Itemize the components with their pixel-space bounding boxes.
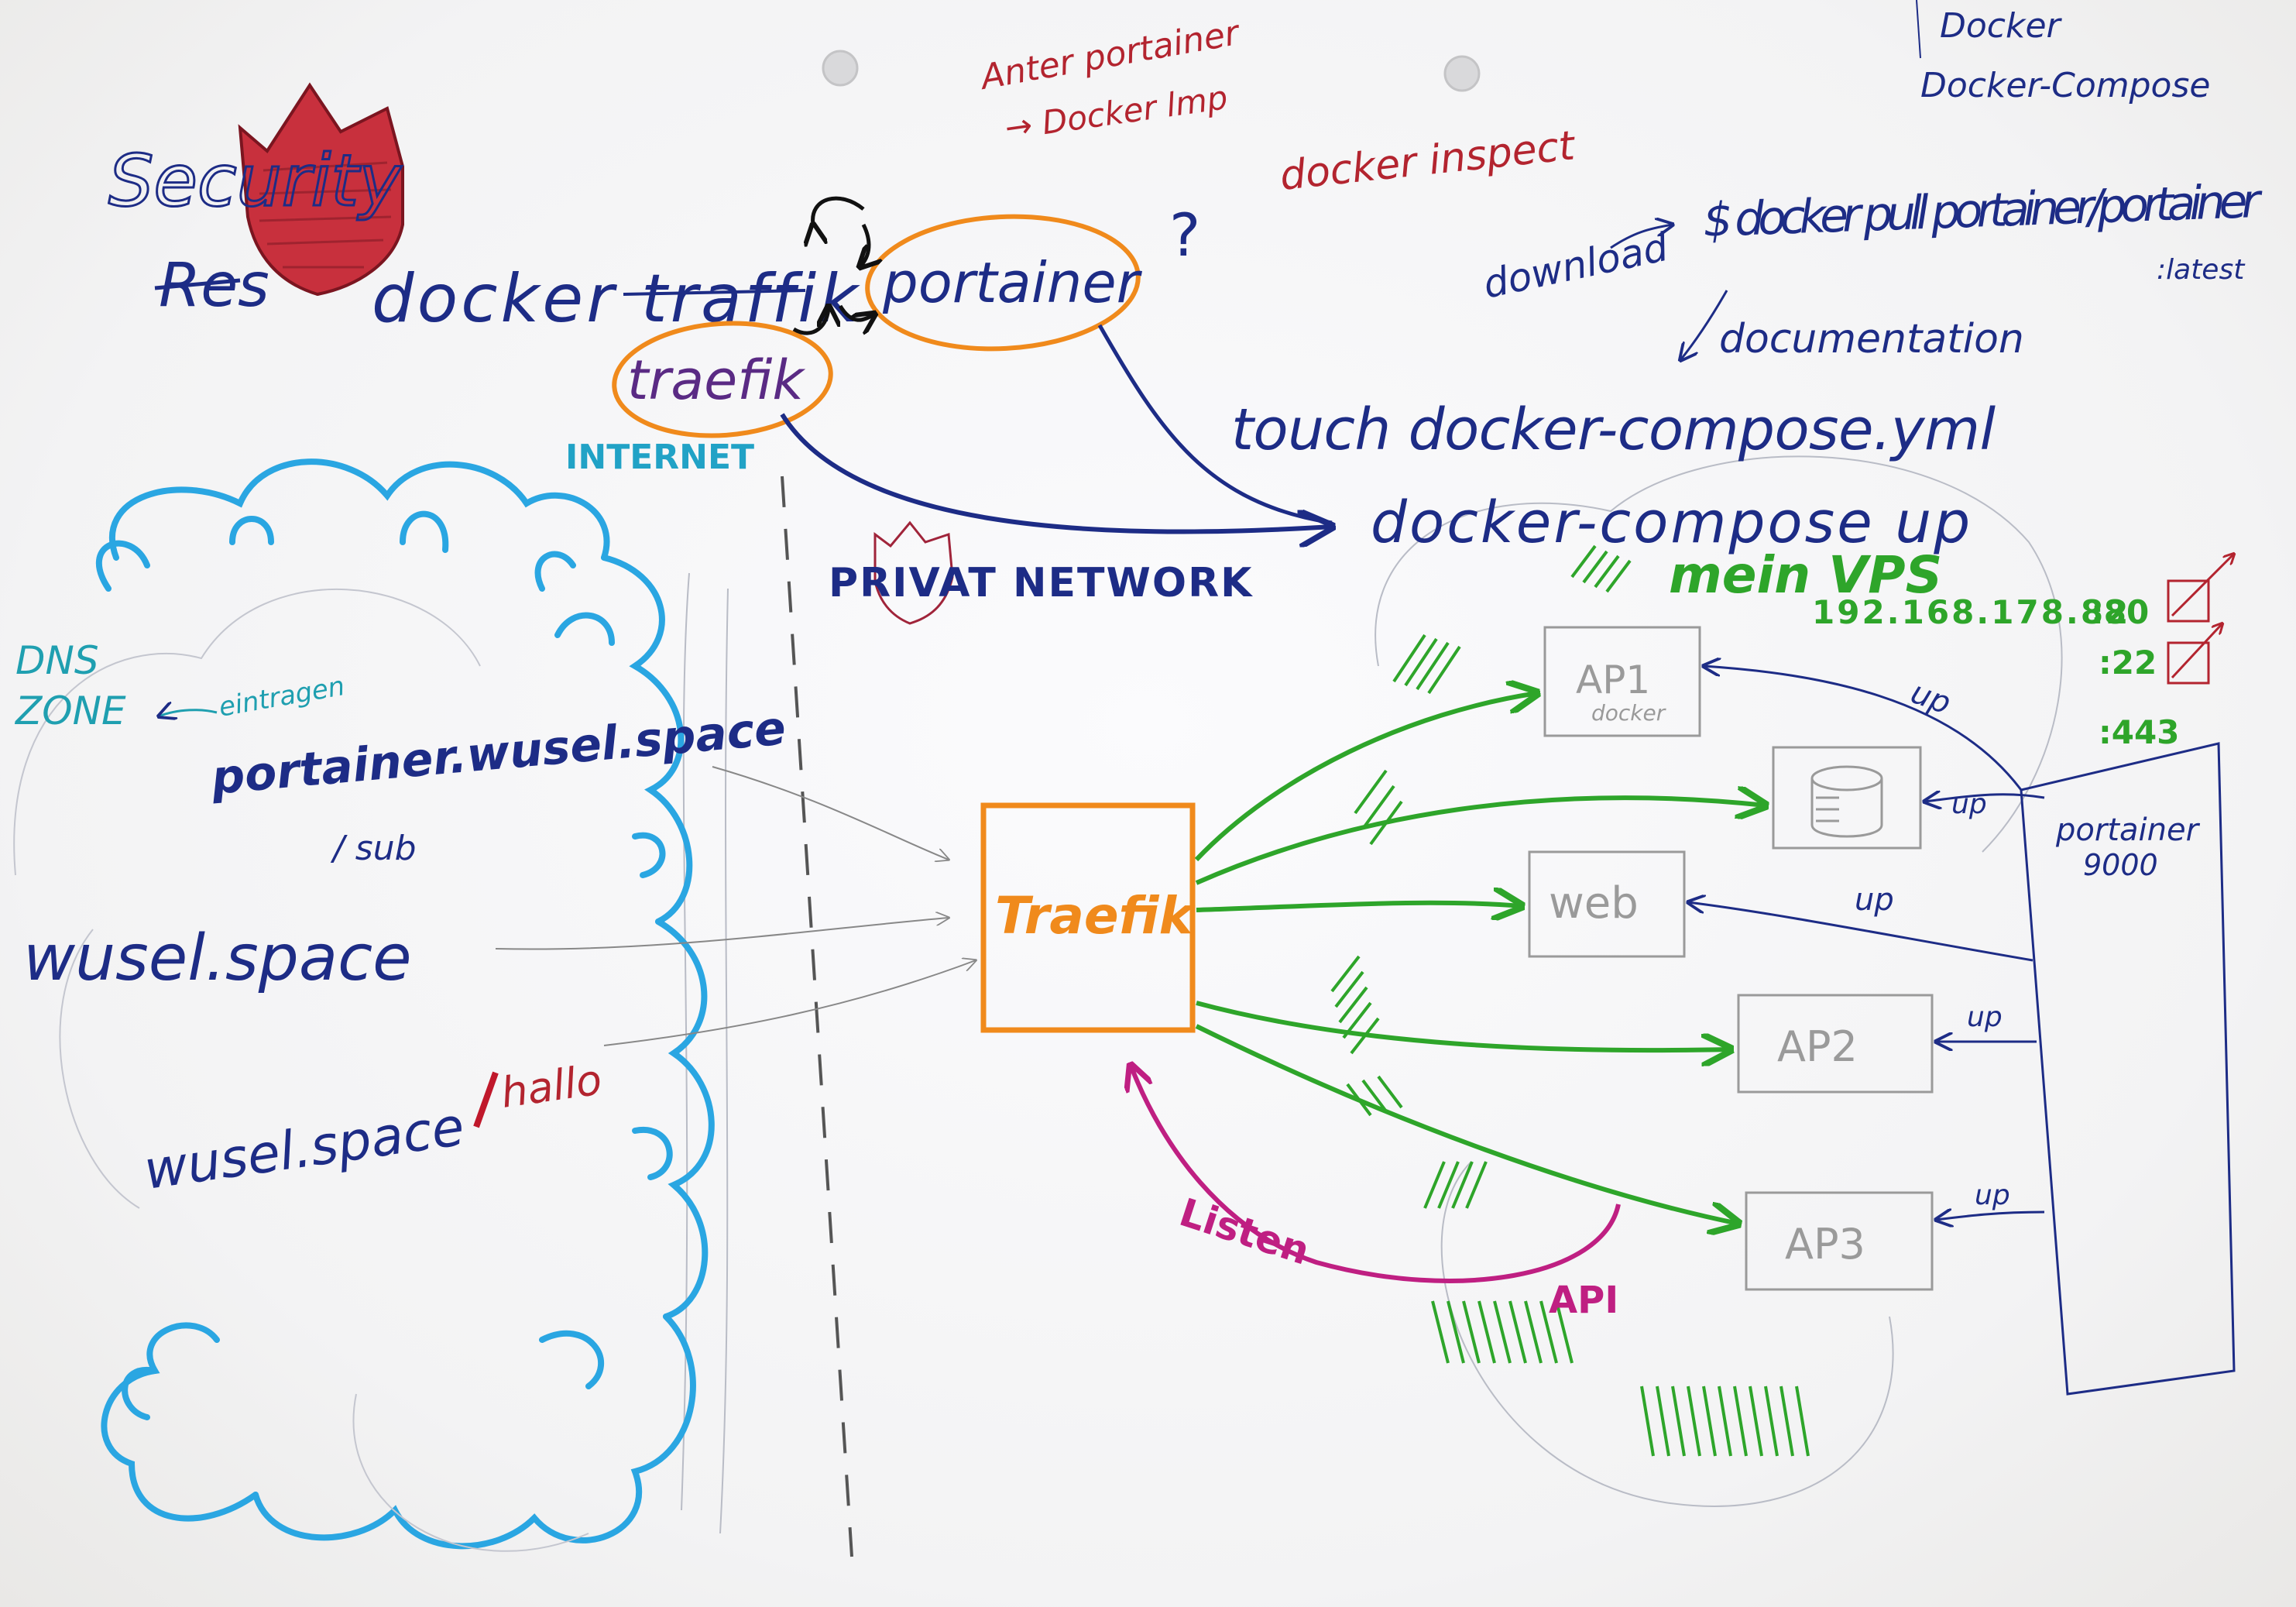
update-arrows <box>1688 666 2045 1220</box>
portainer-panel-port: 9000 <box>2083 848 2158 882</box>
vps-port-80: :80 <box>2091 593 2149 631</box>
listen-api-arrow <box>1131 1065 1621 1283</box>
touch-command: touch docker-compose.yml <box>1231 397 1998 463</box>
docker-lmp-note: → Docker lmp <box>1003 78 1230 147</box>
routing-arrows <box>1194 693 1766 1224</box>
portainer-ellipse <box>865 214 1141 352</box>
vps-ip: 192.168.178.82 <box>1812 593 2130 631</box>
download-label: download <box>1479 225 1672 307</box>
vps-port-22: :22 <box>2099 644 2157 682</box>
traefik-box-label: Traefik <box>995 886 1196 946</box>
vps-title: mein VPS <box>1669 545 1942 605</box>
request-arrows <box>495 766 976 1046</box>
security-title: Security <box>108 139 402 222</box>
dns-zone-label-1: DNS <box>15 638 99 683</box>
portainer-to-compose-arrow <box>1097 324 1333 525</box>
portainer-panel <box>2020 742 2236 1396</box>
port-checkbox-80 <box>2167 554 2234 623</box>
ap3-box <box>1745 1191 1934 1291</box>
docker-traffik-label: docker traffik <box>372 260 861 338</box>
wusel-path-domain: wusel.space <box>140 1097 468 1202</box>
ap1-sublabel: docker <box>1591 700 1666 726</box>
corner-divider <box>1916 0 1921 59</box>
internet-cloud <box>95 458 715 1550</box>
privat-network-label: PRIVAT NETWORK <box>829 560 1253 606</box>
portainer-label: portainer <box>882 250 1143 315</box>
path-slash <box>473 1071 499 1128</box>
internet-label: INTERNET <box>565 438 754 477</box>
docker-pull-command: $ docker pull portainer/portainer <box>1702 174 2263 248</box>
api-label: API <box>1549 1279 1618 1322</box>
dns-zone-label-2: ZONE <box>14 688 126 733</box>
vps-hatching <box>1330 544 1810 1457</box>
database-box <box>1772 746 1922 850</box>
documentation-label: documentation <box>1719 316 2024 362</box>
sub-note: / sub <box>330 829 417 868</box>
portainer-domain: portainer.wusel.space <box>208 701 788 805</box>
corner-docker-compose: Docker-Compose <box>1920 66 2210 105</box>
listen-label: Listen <box>1174 1190 1315 1273</box>
traefik-to-compose-arrow <box>780 413 1332 532</box>
up-label-2: up <box>1951 788 1987 820</box>
network-divider <box>781 476 853 1557</box>
up-label-4: up <box>1967 1001 2003 1033</box>
ap3-label: AP3 <box>1785 1220 1865 1269</box>
res-strike <box>154 278 241 290</box>
traefik-top-label: traefik <box>627 349 805 412</box>
portainer-panel-label: portainer <box>2055 812 2201 848</box>
ap2-box <box>1737 994 1934 1094</box>
corner-docker: Docker <box>1940 6 2063 46</box>
web-box <box>1528 850 1686 958</box>
cloud-pencil-sketch <box>13 588 589 1552</box>
up-label-3: up <box>1855 882 1894 918</box>
hallo-label: hallo <box>498 1055 605 1118</box>
compose-up-command: docker-compose up <box>1371 489 1972 556</box>
ap1-box <box>1543 626 1701 737</box>
traefik-ellipse <box>612 321 833 438</box>
documentation-arrow <box>1680 290 1728 360</box>
ap2-label: AP2 <box>1777 1022 1858 1071</box>
docker-inspect-note: docker inspect <box>1278 122 1578 200</box>
eintragen-arrow <box>159 710 218 716</box>
wusel-space-domain: wusel.space <box>23 922 412 995</box>
swap-arrows <box>792 196 875 335</box>
vps-port-443: :443 <box>2099 713 2179 751</box>
up-label-5: up <box>1975 1179 2010 1211</box>
binder-holes <box>822 50 1481 92</box>
port-checkbox-22 <box>2167 623 2222 685</box>
traffik-strike <box>623 289 806 296</box>
download-arrow <box>1610 225 1673 249</box>
traefik-box <box>980 802 1196 1033</box>
eintragen-label: eintragen <box>217 671 348 723</box>
latest-tag: :latest <box>2157 254 2246 286</box>
question-mark: ? <box>1169 201 1200 270</box>
pencil-vps-outline <box>681 455 2063 1534</box>
ap1-label: AP1 <box>1576 658 1650 702</box>
up-label-1: up <box>1906 675 1955 722</box>
database-icon <box>1810 765 1883 838</box>
security-shield-icon <box>238 82 404 297</box>
web-label: web <box>1549 878 1639 929</box>
privat-network-shield-icon <box>873 520 954 625</box>
